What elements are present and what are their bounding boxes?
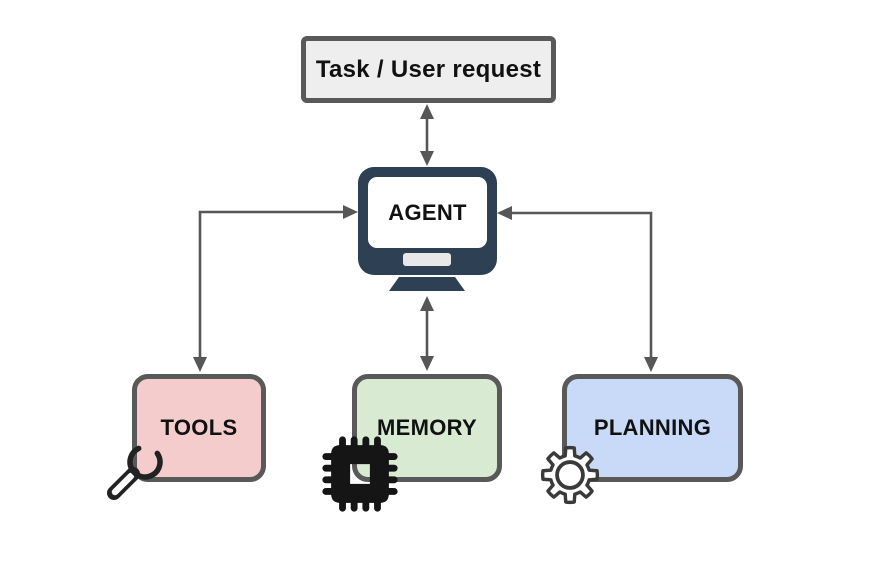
monitor-icon: AGENT xyxy=(358,167,497,275)
connector-task-agent xyxy=(420,104,434,166)
gear-icon xyxy=(540,445,600,505)
arrowhead-right-icon xyxy=(343,205,358,219)
planning-label: PLANNING xyxy=(593,415,712,440)
connector-agent-planning xyxy=(497,206,658,372)
arrowhead-left-icon xyxy=(497,206,512,220)
arrowhead-up-icon xyxy=(420,296,434,311)
connector-agent-memory xyxy=(420,296,434,371)
task-user-request-label: Task / User request xyxy=(315,55,542,83)
planning-box: PLANNING xyxy=(562,374,743,482)
monitor-stand xyxy=(389,277,465,291)
arrowhead-up-icon xyxy=(420,104,434,119)
arrowhead-down-icon xyxy=(420,356,434,371)
tools-label: TOOLS xyxy=(160,415,238,440)
agent-label: AGENT xyxy=(388,199,467,225)
arrowhead-down-icon xyxy=(420,151,434,166)
wrench-icon xyxy=(107,445,163,500)
connector-agent-tools xyxy=(193,205,358,372)
memory-label: MEMORY xyxy=(377,415,477,440)
arrowhead-down-icon xyxy=(193,357,207,372)
arrowhead-down-icon xyxy=(644,357,658,372)
chip-icon xyxy=(322,436,398,512)
task-user-request-box: Task / User request xyxy=(301,36,556,103)
tools-box: TOOLS xyxy=(132,374,266,482)
monitor-slot xyxy=(403,253,451,266)
monitor-screen: AGENT xyxy=(368,177,487,248)
